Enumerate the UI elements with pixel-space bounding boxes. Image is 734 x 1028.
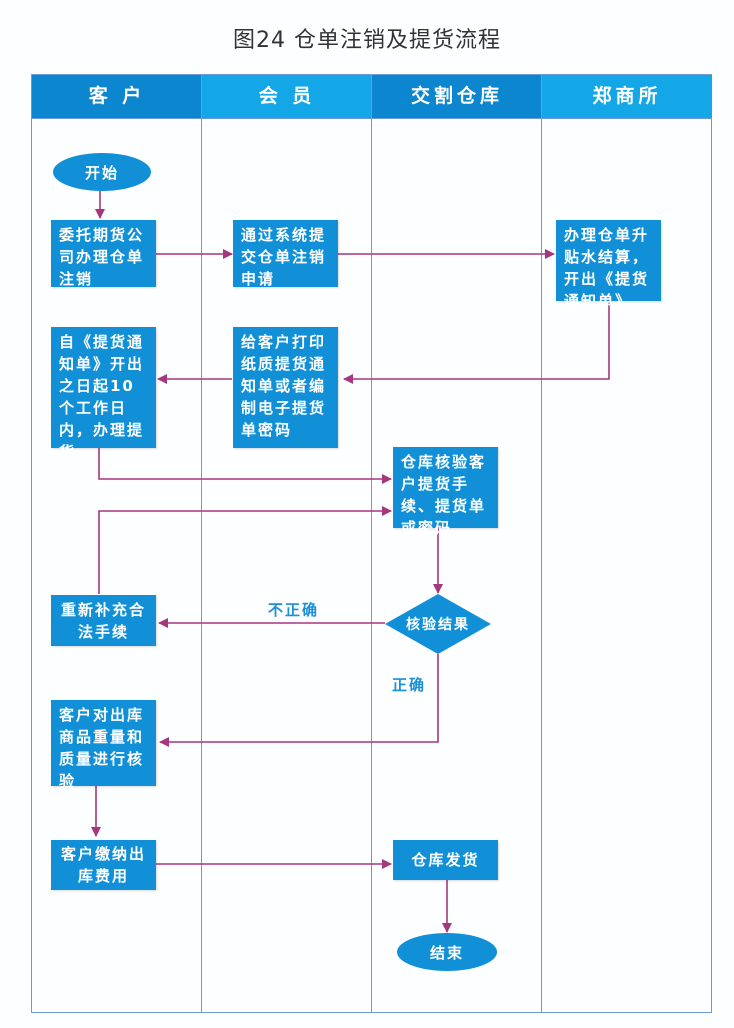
node-print: 给客户打印纸质提货通知单或者编制电子提货单密码: [233, 327, 338, 448]
connector-resupply-verify: [98, 506, 392, 594]
lane-header-member: 会 员: [202, 75, 372, 118]
node-submit: 通过系统提交仓单注销申请: [233, 220, 338, 288]
node-pay: 客户缴纳出库费用: [51, 840, 156, 890]
connector-decision-inspect: [159, 654, 439, 747]
lane-divider: [371, 75, 372, 1012]
lane-header-customer: 客 户: [32, 75, 202, 118]
node-decision: 核验结果: [406, 617, 470, 633]
edge-label-correct: 正确: [392, 676, 427, 694]
decision-diamond: [385, 594, 491, 654]
node-inspect: 客户对出库商品重量和质量进行核验: [51, 700, 156, 790]
node-settle: 办理仓单升贴水结算，开出《提货通知单》: [556, 220, 661, 310]
node-ship: 仓库发货: [393, 840, 498, 880]
connector-pickup-verify: [98, 447, 392, 484]
end-node: 结束: [397, 933, 497, 971]
lane-divider: [541, 75, 542, 1012]
node-entrust: 委托期货公司办理仓单注销: [51, 220, 156, 288]
lane-header-exchange: 郑商所: [542, 75, 712, 118]
connector-settle-print: [343, 302, 610, 384]
swimlane-table: 客 户 会 员 交割仓库 郑商所: [31, 74, 712, 1013]
node-verify: 仓库核验客户提货手续、提货单或密码: [393, 447, 498, 537]
node-pickup: 自《提货通知单》开出之日起10个工作日内，办理提货: [51, 327, 156, 461]
edge-label-incorrect: 不正确: [268, 601, 320, 619]
lane-divider: [201, 75, 202, 1012]
diagram-title: 图24 仓单注销及提货流程: [233, 28, 501, 53]
lane-header-warehouse: 交割仓库: [372, 75, 542, 118]
start-node: 开始: [53, 153, 151, 191]
node-resupply: 重新补充合法手续: [51, 595, 156, 646]
